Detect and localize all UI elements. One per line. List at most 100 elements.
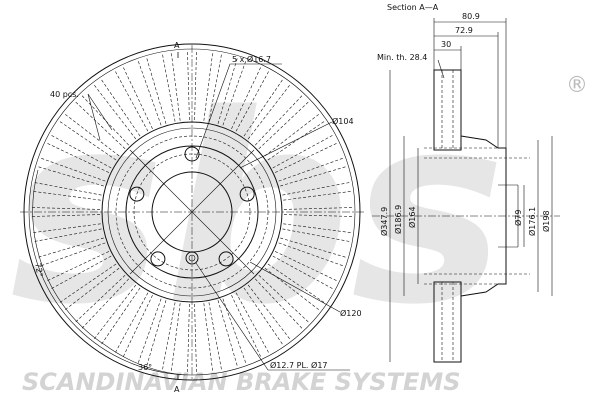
pin-hole-leader [195, 262, 269, 371]
vane-line [75, 274, 126, 323]
vane-line [258, 101, 309, 150]
section-view: Section A—A Min. th. 28.4 80.9 72.9 30 Ø… [372, 3, 560, 363]
vane-line [222, 61, 246, 126]
min-thickness-label: Min. th. 28.4 [377, 53, 427, 62]
vane-line [38, 166, 104, 187]
vane-line [231, 294, 261, 357]
vane-line [203, 303, 213, 371]
vane-line [34, 182, 102, 196]
front-view: A A 40 pcs. 5 x Ø16.7 Ø104 Ø120 Ø12.7 PL… [20, 41, 364, 394]
vane-line [278, 242, 343, 266]
vane-line [65, 114, 120, 157]
vane-line [138, 61, 162, 126]
vane-line [115, 292, 149, 353]
vane-line [101, 287, 141, 345]
vane-line [267, 263, 325, 303]
vane-line [258, 274, 309, 323]
vane-line [280, 166, 346, 187]
vane-line [47, 143, 110, 173]
vane-line [267, 121, 325, 161]
vane-line [32, 214, 101, 217]
min-th-leader [437, 59, 445, 79]
vane-line [217, 300, 238, 366]
vane-line [222, 298, 246, 363]
vane-line [254, 278, 303, 329]
dim-80-9-label: 80.9 [462, 12, 480, 21]
vane-line [32, 207, 101, 210]
vane-line [81, 95, 130, 146]
vane-line [280, 237, 346, 258]
vane-line [231, 67, 261, 130]
bolt-holes-label: 5 x Ø16.7 [232, 54, 271, 64]
section-marker-top: A [174, 41, 180, 50]
vane-line [59, 263, 117, 303]
vane-line [47, 251, 110, 281]
registered-mark: ® [566, 73, 588, 98]
rotor-vent-dashes [441, 70, 454, 362]
vane-line [194, 303, 197, 372]
vane-line [243, 79, 283, 137]
bolt-holes-leader [195, 63, 231, 159]
vane-line [274, 143, 337, 173]
vane-line [235, 292, 269, 353]
dia-120-leader [249, 261, 341, 313]
dia-186-9-label: Ø186.9 [393, 205, 403, 234]
vane-line [217, 58, 238, 124]
vane-line [272, 135, 333, 169]
bolt-hole [150, 251, 166, 267]
vane-line [247, 85, 290, 140]
bolt-hole [218, 251, 234, 267]
dia-176-1-label: Ø176.1 [527, 207, 537, 236]
vane-line [51, 255, 112, 289]
rotor-section-top [433, 69, 462, 151]
vane-line [138, 298, 162, 363]
section-marker-bottom: A [174, 385, 180, 394]
vane-line [94, 284, 137, 339]
vane-line [235, 71, 269, 132]
dia-164-label: Ø164 [407, 206, 417, 228]
vane-line [65, 267, 120, 310]
diagonal-centerline-2 [129, 149, 255, 275]
vane-line [38, 237, 104, 258]
vane-line [243, 287, 283, 345]
vane-line [278, 158, 343, 182]
dia-198-label: Ø198 [541, 210, 551, 232]
vane-line [75, 101, 126, 150]
vane-line [162, 54, 176, 122]
vane-line [123, 294, 153, 357]
vane-line [162, 302, 176, 370]
rotor-section-bottom [433, 281, 462, 363]
vane-line [171, 53, 181, 121]
vane-line [187, 303, 190, 372]
angle-36-label: 36° [138, 363, 152, 372]
bolt-hole [129, 186, 145, 202]
vane-line [146, 58, 167, 124]
vane-line [123, 67, 153, 130]
vanes-leader-2 [87, 93, 101, 141]
vane-line [59, 121, 117, 161]
vane-line [94, 85, 137, 140]
vane-line [33, 223, 101, 233]
vane-line [254, 95, 303, 146]
dia-79-label: Ø79 [513, 210, 523, 226]
vane-line [282, 228, 350, 242]
pin-hole-label: Ø12.7 PL. Ø17 [270, 360, 328, 370]
dia-347-9-label: Ø347.9 [379, 207, 389, 236]
dia-104-label: Ø104 [332, 116, 354, 126]
vane-line [146, 300, 167, 366]
vane-line [41, 242, 106, 266]
watermark: sbs ® SCANDINAVIAN BRAKE SYSTEMS [10, 60, 588, 396]
vane-line [203, 53, 213, 121]
vane-line [41, 158, 106, 182]
section-title: Section A—A [387, 3, 439, 12]
vane-line [272, 255, 333, 289]
angle-36-arc [104, 344, 186, 376]
vanes-count-label: 40 pcs. [50, 90, 79, 99]
vane-line [208, 302, 222, 370]
vane-line [171, 303, 181, 371]
vane-line [264, 114, 319, 157]
vane-line [115, 71, 149, 132]
vane-line [283, 214, 352, 217]
vane-line [187, 52, 190, 121]
dim-30-label: 30 [441, 40, 451, 49]
